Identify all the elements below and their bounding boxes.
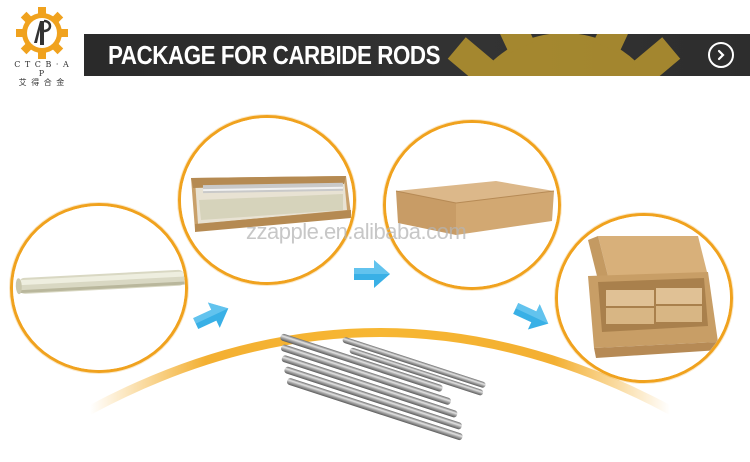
gear-decoration-icon [447, 34, 681, 76]
carbide-rods-image [280, 333, 486, 441]
closed-carton-image [386, 123, 558, 287]
next-arrow-button[interactable] [708, 42, 734, 68]
chevron-right-icon [717, 49, 725, 61]
step-4-packed-cartons [555, 213, 733, 383]
arrow-right-icon [354, 260, 390, 288]
gear-logo-icon [16, 7, 68, 59]
logo-text: C T C B · A P [14, 60, 70, 78]
banner-title: PACKAGE FOR CARBIDE RODS [108, 40, 441, 70]
wrapped-rod-image [13, 206, 185, 370]
packed-cartons-image [558, 216, 730, 380]
arrow-right-icon [193, 302, 229, 330]
step-2-open-box [178, 115, 356, 285]
step-1-wrapped-rod [10, 203, 188, 373]
watermark: zzapple.en.alibaba.com [246, 219, 467, 244]
logo-text-cn: 艾 得 合 金 [18, 78, 66, 87]
open-box-with-rods-image [181, 118, 353, 282]
company-logo: C T C B · A P 艾 得 合 金 [10, 6, 74, 87]
header-banner: PACKAGE FOR CARBIDE RODS [84, 34, 750, 76]
step-3-closed-carton [383, 120, 561, 290]
arrow-right-icon [513, 302, 549, 330]
